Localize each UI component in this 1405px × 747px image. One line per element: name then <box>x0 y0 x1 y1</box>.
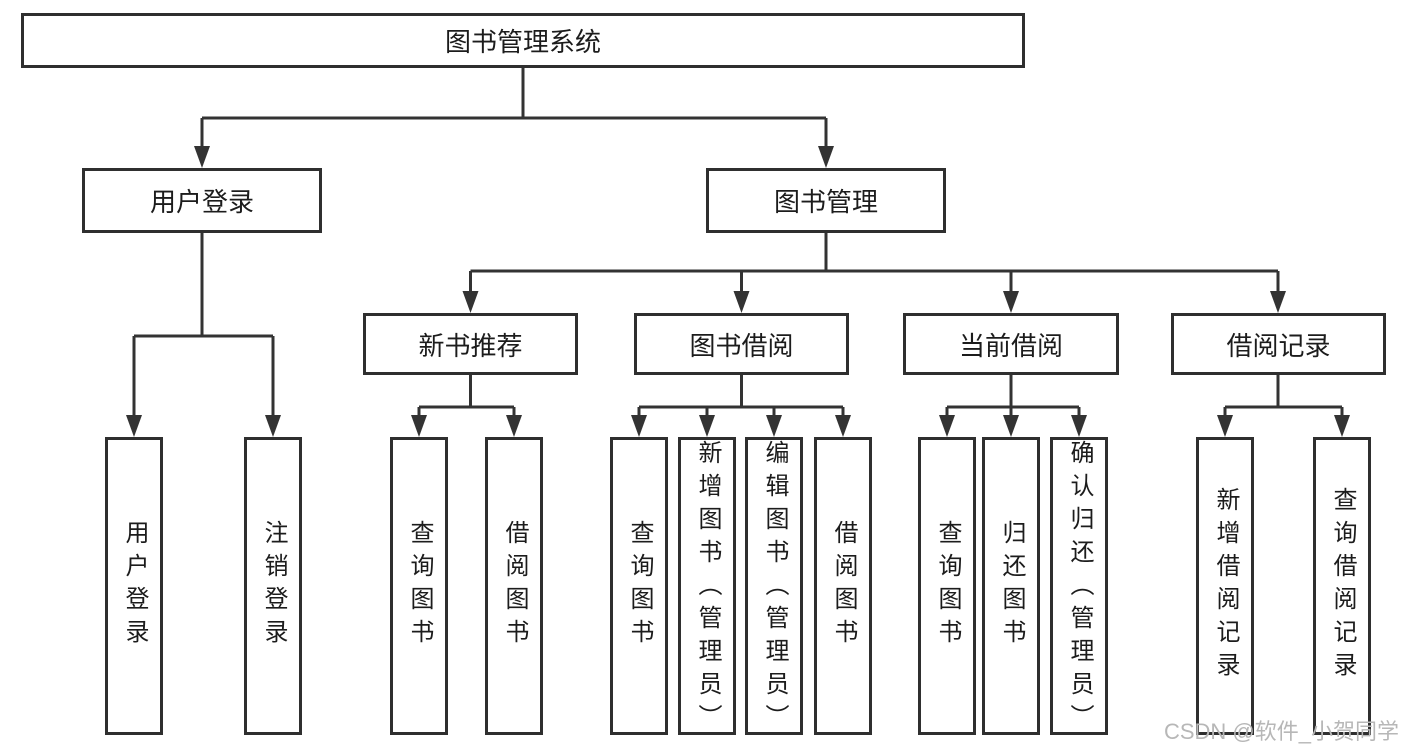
node-leaf-current-return: 归还图书 <box>982 437 1040 735</box>
node-borrow-records: 借阅记录 <box>1171 313 1386 375</box>
arrowhead <box>1071 415 1087 437</box>
arrowhead <box>699 415 715 437</box>
node-leaf-current-confirm: 确认归还（管理员） <box>1050 437 1108 737</box>
edges-current-borrow-children <box>939 375 1087 437</box>
leaf-label: 借阅图书 <box>830 520 857 652</box>
node-leaf-user-login: 用户登录 <box>105 437 163 735</box>
leaf-label: 新增图书（管理员） <box>694 440 721 737</box>
node-user-login: 用户登录 <box>82 168 322 233</box>
edges-book-mgmt-children <box>462 233 1286 313</box>
leaf-label: 编辑图书（管理员） <box>761 440 788 737</box>
node-leaf-records-add: 新增借阅记录 <box>1196 437 1254 735</box>
node-current-borrow-label: 当前借阅 <box>958 330 1063 361</box>
arrowhead <box>631 415 647 437</box>
leaf-label: 查询图书 <box>626 520 653 652</box>
edges-book-borrow-children <box>631 375 851 437</box>
leaf-label: 注销登录 <box>260 520 287 652</box>
node-leaf-borrow-edit: 编辑图书（管理员） <box>745 437 803 737</box>
edges-new-books-children <box>411 375 522 437</box>
node-new-books: 新书推荐 <box>363 313 578 375</box>
node-root: 图书管理系统 <box>21 13 1025 68</box>
arrowhead <box>835 415 851 437</box>
node-book-mgmt: 图书管理 <box>706 168 946 233</box>
leaf-label: 用户登录 <box>121 520 148 652</box>
arrowhead <box>194 146 210 168</box>
leaf-label: 借阅图书 <box>501 520 528 652</box>
arrowhead <box>1334 415 1350 437</box>
node-book-borrow: 图书借阅 <box>634 313 849 375</box>
node-leaf-records-query: 查询借阅记录 <box>1313 437 1371 735</box>
arrowhead <box>462 291 479 313</box>
leaf-label: 查询图书 <box>406 520 433 652</box>
arrowhead <box>1003 415 1019 437</box>
node-borrow-records-label: 借阅记录 <box>1226 330 1331 361</box>
node-leaf-newbooks-query: 查询图书 <box>390 437 448 735</box>
arrowhead <box>411 415 427 437</box>
node-leaf-borrow-borrow: 借阅图书 <box>814 437 872 735</box>
edges-root-to-level2 <box>194 68 834 168</box>
node-leaf-current-query: 查询图书 <box>918 437 976 735</box>
arrowhead <box>766 415 782 437</box>
arrowhead <box>939 415 955 437</box>
arrowhead <box>733 291 750 313</box>
leaf-label: 新增借阅记录 <box>1212 487 1239 685</box>
arrowhead <box>1270 291 1286 313</box>
leaf-label: 归还图书 <box>998 520 1025 652</box>
node-leaf-logout: 注销登录 <box>244 437 302 735</box>
arrowhead <box>1003 291 1019 313</box>
leaf-label: 确认归还（管理员） <box>1066 440 1093 737</box>
edges-user-login-children <box>126 233 281 437</box>
arrowhead <box>265 415 281 437</box>
node-leaf-newbooks-borrow: 借阅图书 <box>485 437 543 735</box>
node-root-label: 图书管理系统 <box>444 27 601 57</box>
edges-borrow-records-children <box>1217 375 1350 437</box>
leaf-label: 查询借阅记录 <box>1329 487 1356 685</box>
node-user-login-label: 用户登录 <box>149 187 254 217</box>
node-book-mgmt-label: 图书管理 <box>773 187 878 217</box>
node-leaf-borrow-add: 新增图书（管理员） <box>678 437 736 737</box>
node-book-borrow-label: 图书借阅 <box>689 330 794 361</box>
leaf-label: 查询图书 <box>934 520 961 652</box>
arrowhead <box>126 415 142 437</box>
arrowhead <box>506 415 522 437</box>
arrowhead <box>1217 415 1233 437</box>
arrowhead <box>818 146 834 168</box>
node-current-borrow: 当前借阅 <box>903 313 1119 375</box>
node-new-books-label: 新书推荐 <box>418 330 523 361</box>
watermark: CSDN @软件_小贺同学 <box>1163 719 1399 744</box>
node-leaf-borrow-query: 查询图书 <box>610 437 668 735</box>
